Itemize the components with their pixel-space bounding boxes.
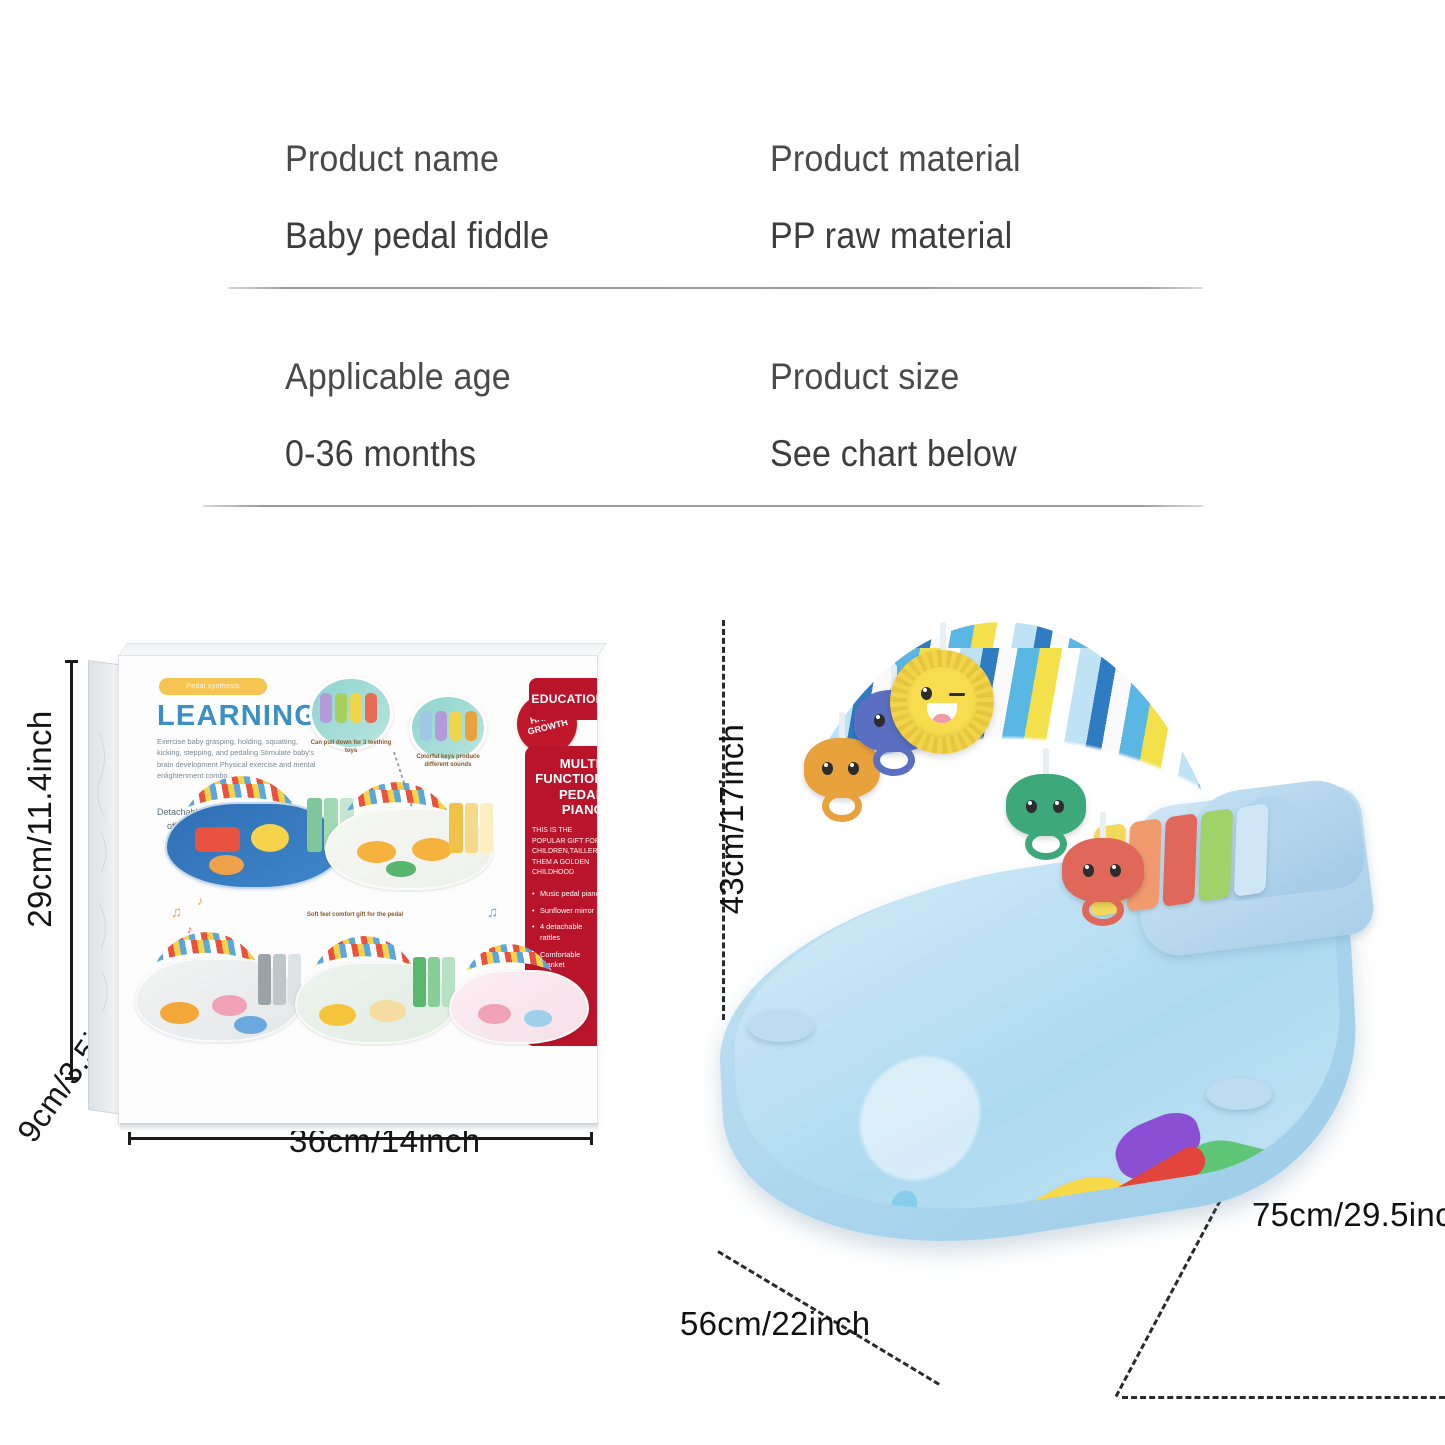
box-education-tab: EDUCATION (529, 678, 597, 720)
spec-cell-product-name: Product name Baby pedal fiddle (285, 138, 770, 290)
package-width-dimension-line (128, 1132, 593, 1145)
spec-value-product-size: See chart below (770, 432, 1017, 474)
red-panel-feature-item: Music pedal piano (532, 889, 597, 900)
toy-cord (1043, 748, 1049, 778)
hanging-toy-sunflower-mirror[interactable] (890, 622, 994, 754)
box-toy-illustration-gray (135, 932, 301, 1068)
bubble-keys-1 (320, 693, 377, 723)
baby-play-gym: 30 30 50 60 70 (640, 600, 1445, 1400)
box-left-side-panel (88, 659, 124, 1115)
toy-ring-icon (1025, 828, 1067, 860)
box-variant-caption: Soft feel comfort gift for the pedal (306, 912, 404, 918)
gym-arch (752, 622, 1252, 1042)
spec-cell-product-material: Product material PP raw material (770, 138, 1255, 290)
package-height-dimension-line (65, 660, 78, 1080)
red-panel-body: THIS IS THE POPULAR GIFT FOR CHILDREN,TA… (532, 827, 598, 877)
arch-foot-left (748, 1010, 814, 1042)
package-height-label: 29cm/11.4inch (21, 710, 58, 928)
arch-foot-right (1206, 1078, 1272, 1110)
mat-ruler-mark: 30 (1142, 1222, 1163, 1245)
box-body-text: Exercise baby grasping, holding, squatti… (157, 737, 316, 781)
box-bottom-shadow (120, 1123, 598, 1131)
red-panel-feature-item: Sunflower mirror (532, 906, 597, 917)
spec-label-product-material: Product material (770, 138, 1021, 179)
box-feature-bubble-1 (309, 676, 393, 750)
spec-cell-applicable-age: Applicable age 0-36 months (285, 356, 770, 508)
box-side-print (97, 732, 108, 1012)
box-feature-bubble-2 (409, 694, 487, 762)
toy-ring-icon (822, 790, 862, 822)
hanging-toy-red-bear[interactable] (1062, 812, 1144, 926)
bear-head-icon (1006, 774, 1086, 836)
toy-keys-icon (449, 803, 493, 854)
red-panel-title-1: MULTI- (559, 756, 597, 771)
box-brand-badge: Pedal synthesis (159, 678, 267, 695)
box-toy-illustration-green (295, 936, 455, 1068)
hanging-toy-green-bear[interactable] (1006, 748, 1086, 860)
package-box-3d: Pedal synthesis LEARNING Exercise baby g… (88, 643, 607, 1135)
red-panel-feature-list: Music pedal piano Sunflower mirror 4 det… (532, 889, 597, 971)
music-note-icon: ♪ (197, 894, 203, 908)
product-base-dimension-line (1122, 1396, 1445, 1399)
toy-ring-icon (1081, 894, 1125, 926)
box-bubble-caption-2: Colorful keys produce different sounds (416, 754, 480, 768)
sunflower-face-icon (907, 667, 977, 737)
arch-striped-pipe (752, 622, 1252, 1042)
product-width-label: 56cm/22inch (680, 1305, 871, 1342)
sunflower-mouth-icon (927, 703, 957, 723)
toy-cord (940, 622, 946, 652)
music-note-icon: ♪ (187, 924, 193, 936)
music-note-icon: ♫ (171, 904, 183, 921)
toy-ring-icon (873, 744, 915, 776)
hanging-toy-orange-monkey[interactable] (804, 712, 880, 822)
product-height-dimension-line (722, 620, 725, 1020)
product-length-label: 75cm/29.5inch (1252, 1196, 1445, 1233)
spec-row-2: Applicable age 0-36 months Product size … (0, 356, 1445, 508)
red-panel-feature-item: 4 detachable rattles (532, 922, 597, 943)
box-heading-learning: LEARNING (157, 700, 319, 732)
box-brand-badge-text: Pedal synthesis (186, 683, 240, 690)
box-toy-illustration-blue (165, 776, 354, 916)
bear-head-icon (1062, 838, 1144, 902)
spec-divider-bottom (203, 505, 1203, 507)
toy-cord (1100, 812, 1106, 842)
spec-divider-top (228, 287, 1203, 289)
red-panel-title-2: FUNCTION (535, 771, 598, 787)
box-toy-illustration-pink (449, 944, 589, 1064)
music-note-icon: ♫ (487, 904, 499, 921)
box-front-panel: Pedal synthesis LEARNING Exercise baby g… (118, 655, 598, 1125)
spec-label-product-name: Product name (285, 138, 500, 179)
spec-value-product-name: Baby pedal fiddle (285, 214, 550, 256)
toy-mat-icon (449, 970, 589, 1045)
bubble-keys-2 (420, 711, 477, 741)
spec-cell-product-size: Product size See chart below (770, 356, 1255, 508)
spec-value-product-material: PP raw material (770, 214, 1013, 256)
toy-cord (839, 712, 845, 742)
spec-label-product-size: Product size (770, 356, 960, 397)
box-toy-illustration-yellow (325, 782, 493, 914)
spec-label-applicable-age: Applicable age (285, 356, 511, 397)
play-gym-photo: 30 30 50 60 70 (640, 600, 1445, 1445)
box-detachable-line1: Detachable (157, 807, 203, 817)
specification-table: Product name Baby pedal fiddle Product m… (0, 0, 1445, 545)
box-bubble-caption-1: Can pull down for 3 teething toys (310, 740, 392, 754)
monkey-head-icon (804, 738, 880, 798)
red-panel-title-3: PEDAL PIANO (558, 786, 597, 817)
spec-row-1: Product name Baby pedal fiddle Product m… (0, 138, 1445, 290)
spec-value-applicable-age: 0-36 months (285, 432, 477, 474)
